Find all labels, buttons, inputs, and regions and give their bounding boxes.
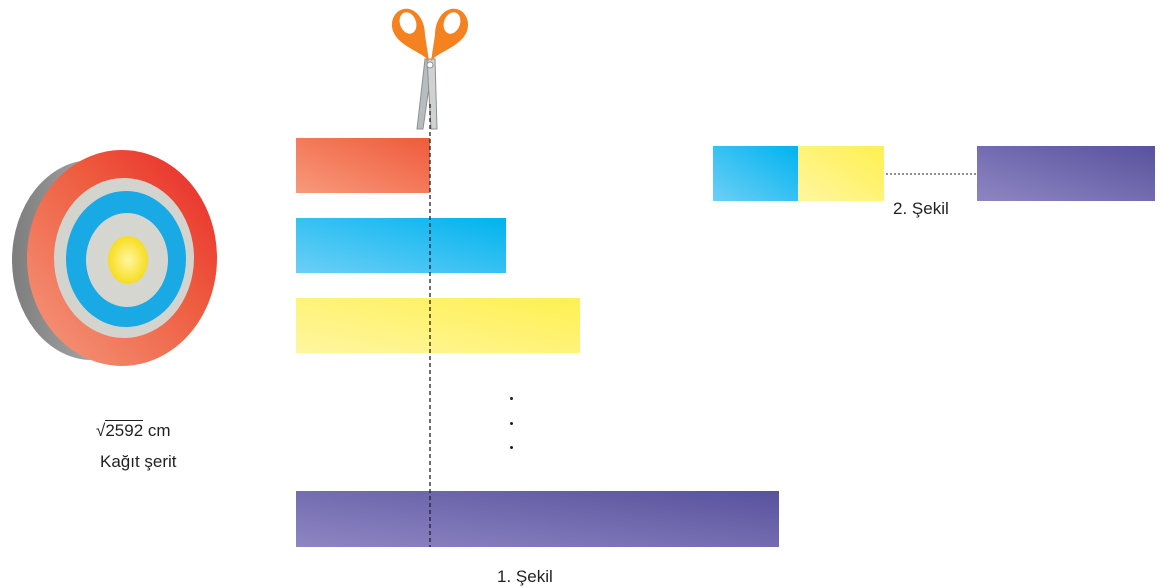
unit: cm: [147, 421, 171, 440]
piece-yellow: [798, 146, 884, 201]
figure-2-caption: 2. Şekil: [893, 199, 949, 218]
radicand: 2592: [105, 420, 144, 440]
ellipsis-dot-1: [510, 397, 513, 400]
roll-length-label: √2592 cm: [96, 420, 171, 441]
piece-purple: [977, 146, 1155, 201]
ellipsis-dot-3: [510, 446, 513, 449]
strip-purple: [296, 491, 779, 547]
sqrt-sign: √: [96, 421, 106, 440]
paper-roll-illustration: [12, 150, 217, 366]
ellipsis-dot-2: [510, 422, 513, 425]
strip-blue: [296, 218, 506, 273]
figure-1-caption: 1. Şekil: [497, 567, 553, 586]
strip-red: [296, 138, 430, 193]
roll-center: [108, 236, 148, 284]
strip-yellow: [296, 298, 580, 353]
roll-caption: Kağıt şerit: [100, 452, 177, 471]
piece-blue: [713, 146, 799, 201]
scissors-pivot: [426, 61, 434, 69]
